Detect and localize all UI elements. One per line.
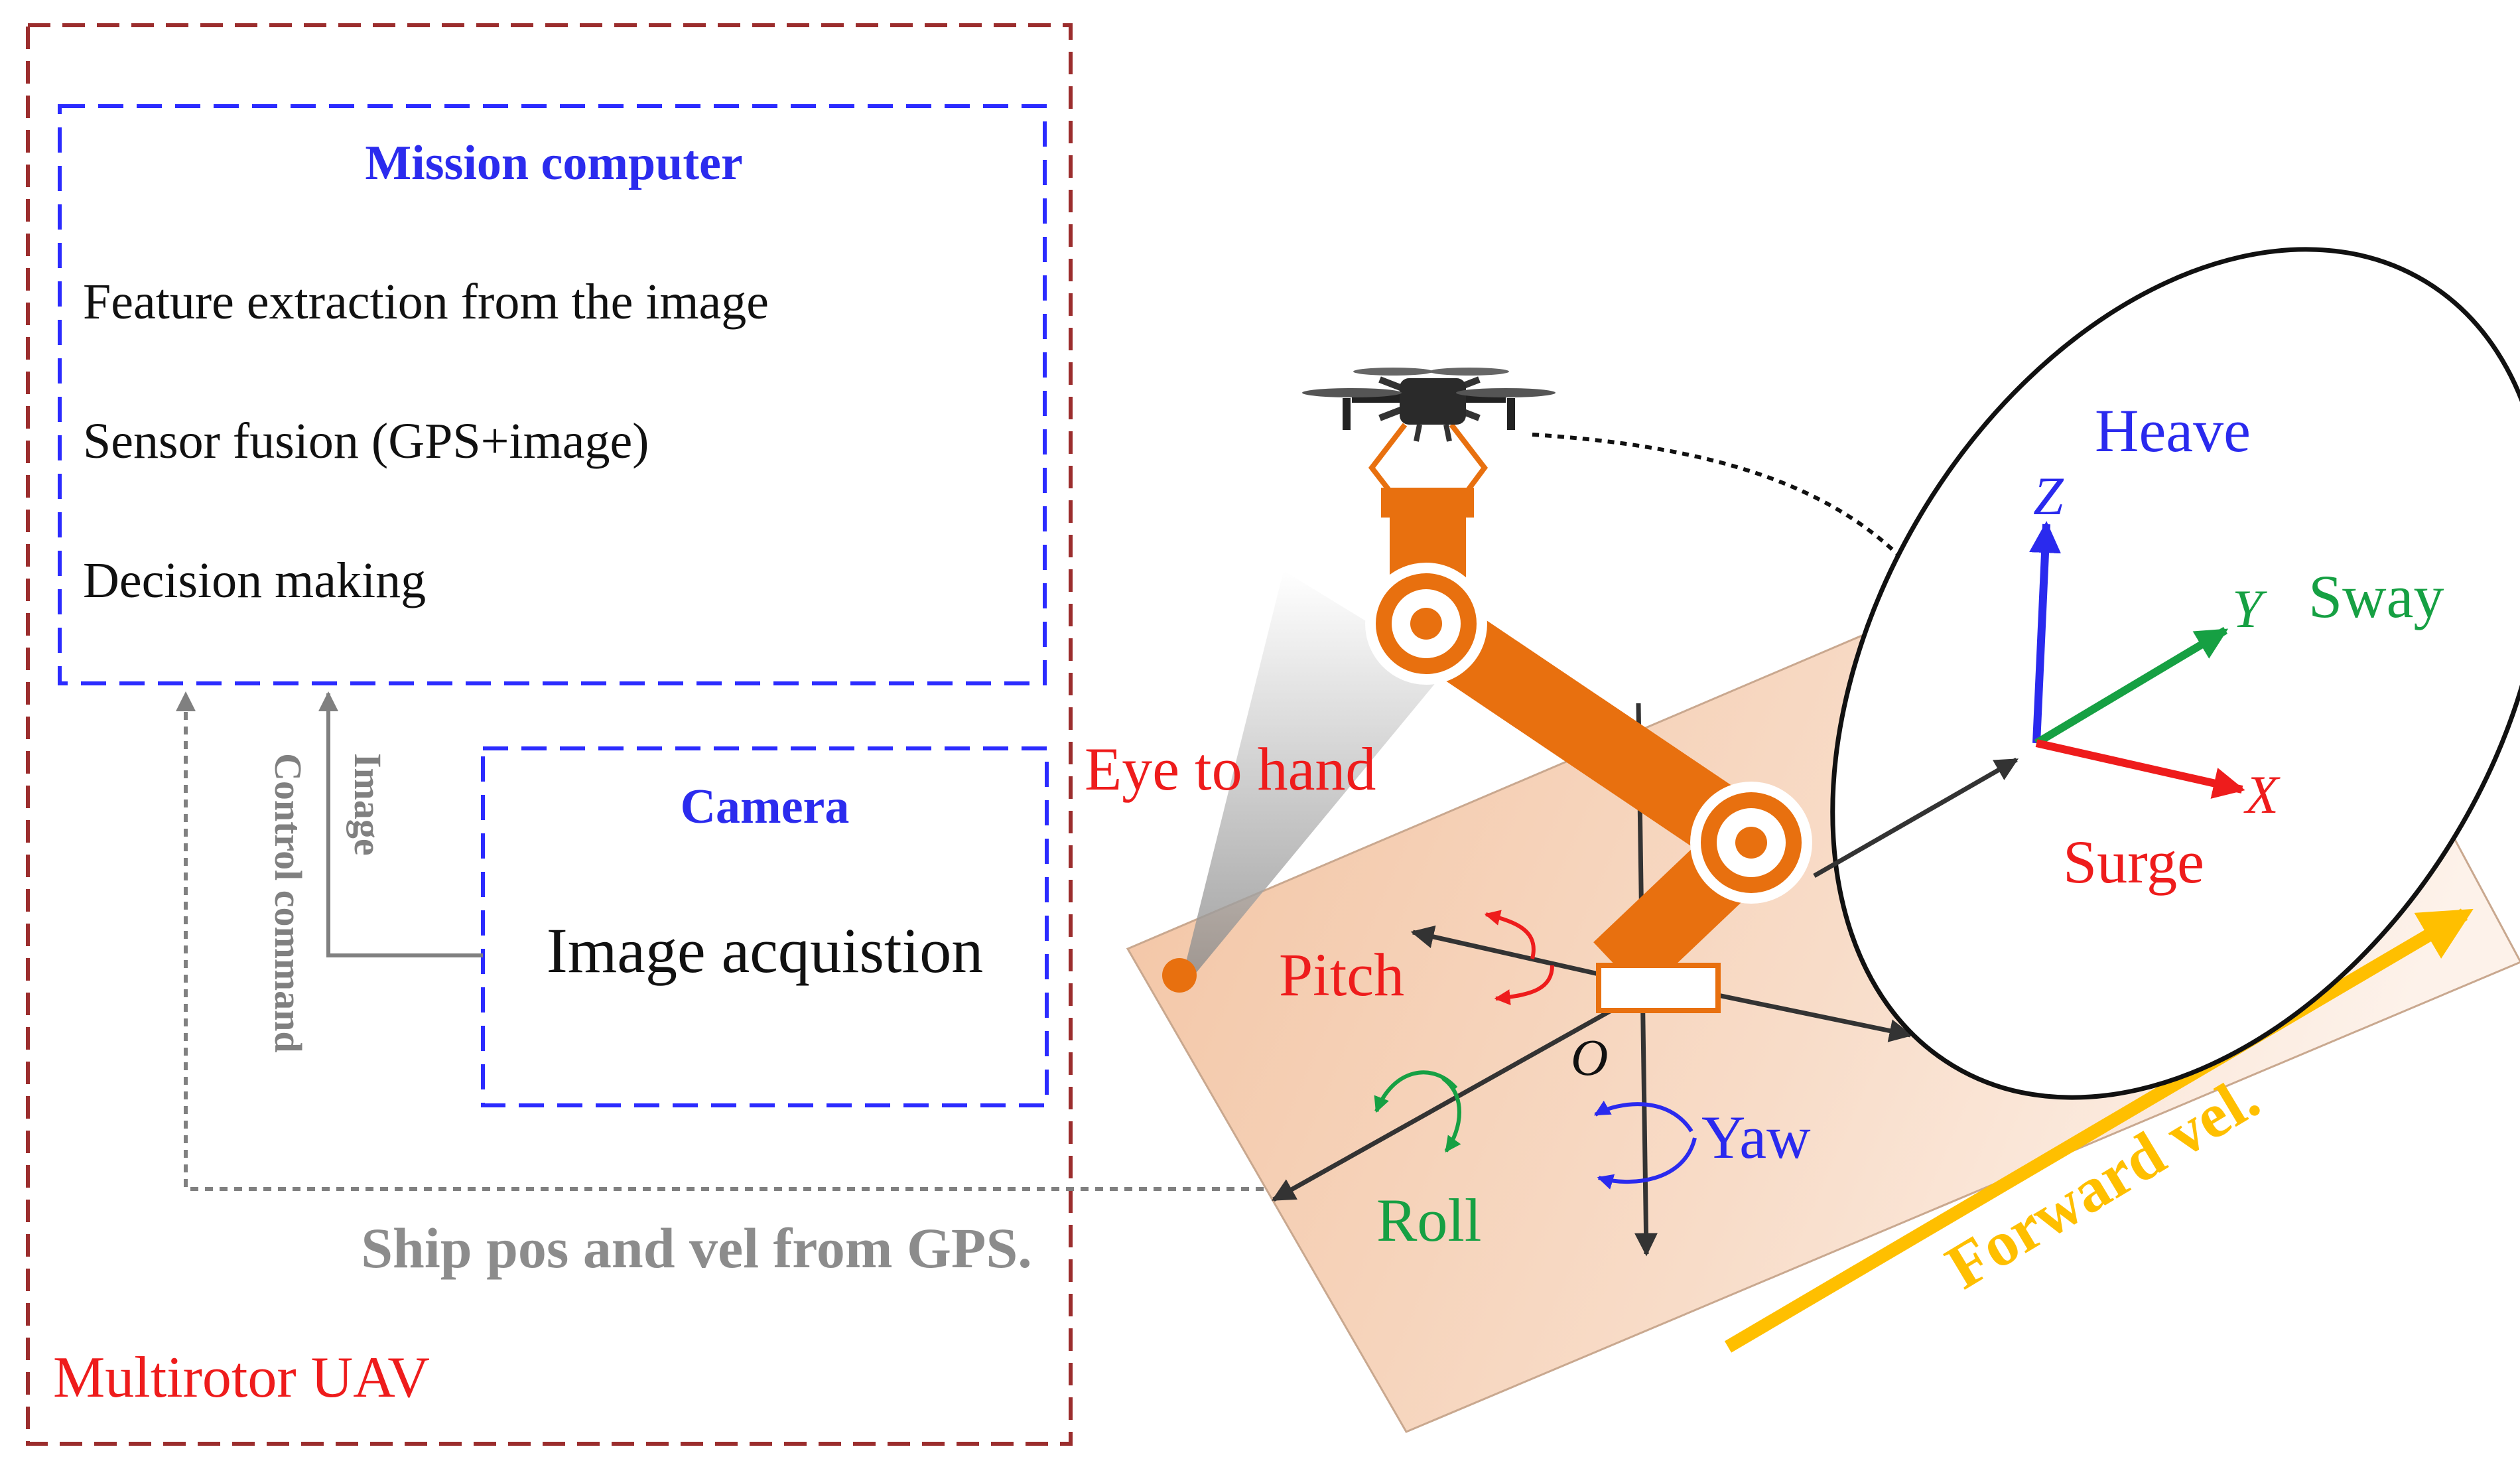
eye-to-hand-label: Eye to hand bbox=[1085, 735, 1376, 803]
mission-item-decision-making: Decision making bbox=[83, 553, 426, 608]
ship-pitch-axis bbox=[1410, 925, 1599, 977]
x-axis-arrow bbox=[2035, 739, 2245, 799]
y-axis-arrow bbox=[2034, 626, 2229, 747]
image-link-label: Image bbox=[346, 753, 389, 856]
mission-computer-box bbox=[58, 104, 1047, 685]
motion-frame-ellipse bbox=[1830, 247, 2520, 1100]
uav-label: Multirotor UAV bbox=[53, 1346, 430, 1410]
upper-arm-link bbox=[1406, 593, 1772, 873]
robot-arm bbox=[1365, 423, 1812, 1013]
mission-item-feature-extraction: Feature extraction from the image bbox=[83, 274, 769, 330]
uav-boundary bbox=[26, 23, 1073, 1446]
camera-view-beam bbox=[1184, 571, 1446, 975]
control-command-label: Control command bbox=[267, 753, 310, 1053]
ship-to-frame-arrow bbox=[1813, 757, 2019, 878]
ship-scene: Eye to hand bbox=[1085, 247, 2520, 1433]
z-axis-label: Z bbox=[2033, 466, 2064, 526]
x-axis-label: X bbox=[2243, 764, 2281, 825]
motion-axes bbox=[2029, 521, 2245, 799]
pitch-label: Pitch bbox=[1279, 941, 1404, 1009]
camera-title: Camera bbox=[681, 780, 850, 834]
yaw-rotation-arrow-bottom bbox=[1597, 1137, 1697, 1190]
sway-label: Sway bbox=[2308, 563, 2444, 630]
arm-base bbox=[1596, 963, 1721, 1013]
gps-link-label: Ship pos and vel from GPS. bbox=[361, 1216, 1032, 1280]
yaw-label: Yaw bbox=[1701, 1103, 1811, 1171]
camera-item-image-acquisition: Image acquistion bbox=[547, 915, 983, 986]
origin-label: O bbox=[1571, 1028, 1608, 1086]
roll-label: Roll bbox=[1376, 1186, 1481, 1254]
forward-velocity-arrow bbox=[1724, 908, 2474, 1353]
camera-origin-dot bbox=[1162, 958, 1197, 993]
surge-label: Surge bbox=[2063, 828, 2204, 896]
drone-icon bbox=[1302, 368, 1556, 442]
image-link-line bbox=[318, 691, 483, 957]
wrist-joint bbox=[1365, 563, 1487, 685]
z-axis-arrow bbox=[2029, 521, 2062, 744]
pitch-rotation-arrow-top bbox=[1484, 910, 1536, 959]
ship-longitudinal-axis bbox=[1717, 993, 1913, 1042]
elbow-joint bbox=[1690, 782, 1812, 904]
mission-computer-title: Mission computer bbox=[365, 136, 742, 190]
gps-link-line bbox=[176, 691, 1264, 1191]
pitch-rotation-arrow-bottom bbox=[1494, 965, 1554, 1005]
heave-label: Heave bbox=[2095, 397, 2251, 464]
gripper bbox=[1368, 423, 1489, 494]
roll-rotation-arrow-bottom bbox=[1441, 1076, 1461, 1152]
uav-block: Mission computer Feature extraction from… bbox=[26, 23, 1264, 1446]
yaw-rotation-arrow-top bbox=[1593, 1100, 1693, 1133]
y-axis-label: Y bbox=[2232, 579, 2267, 639]
mission-item-sensor-fusion: Sensor fusion (GPS+image) bbox=[83, 413, 649, 469]
camera-box bbox=[481, 746, 1049, 1107]
